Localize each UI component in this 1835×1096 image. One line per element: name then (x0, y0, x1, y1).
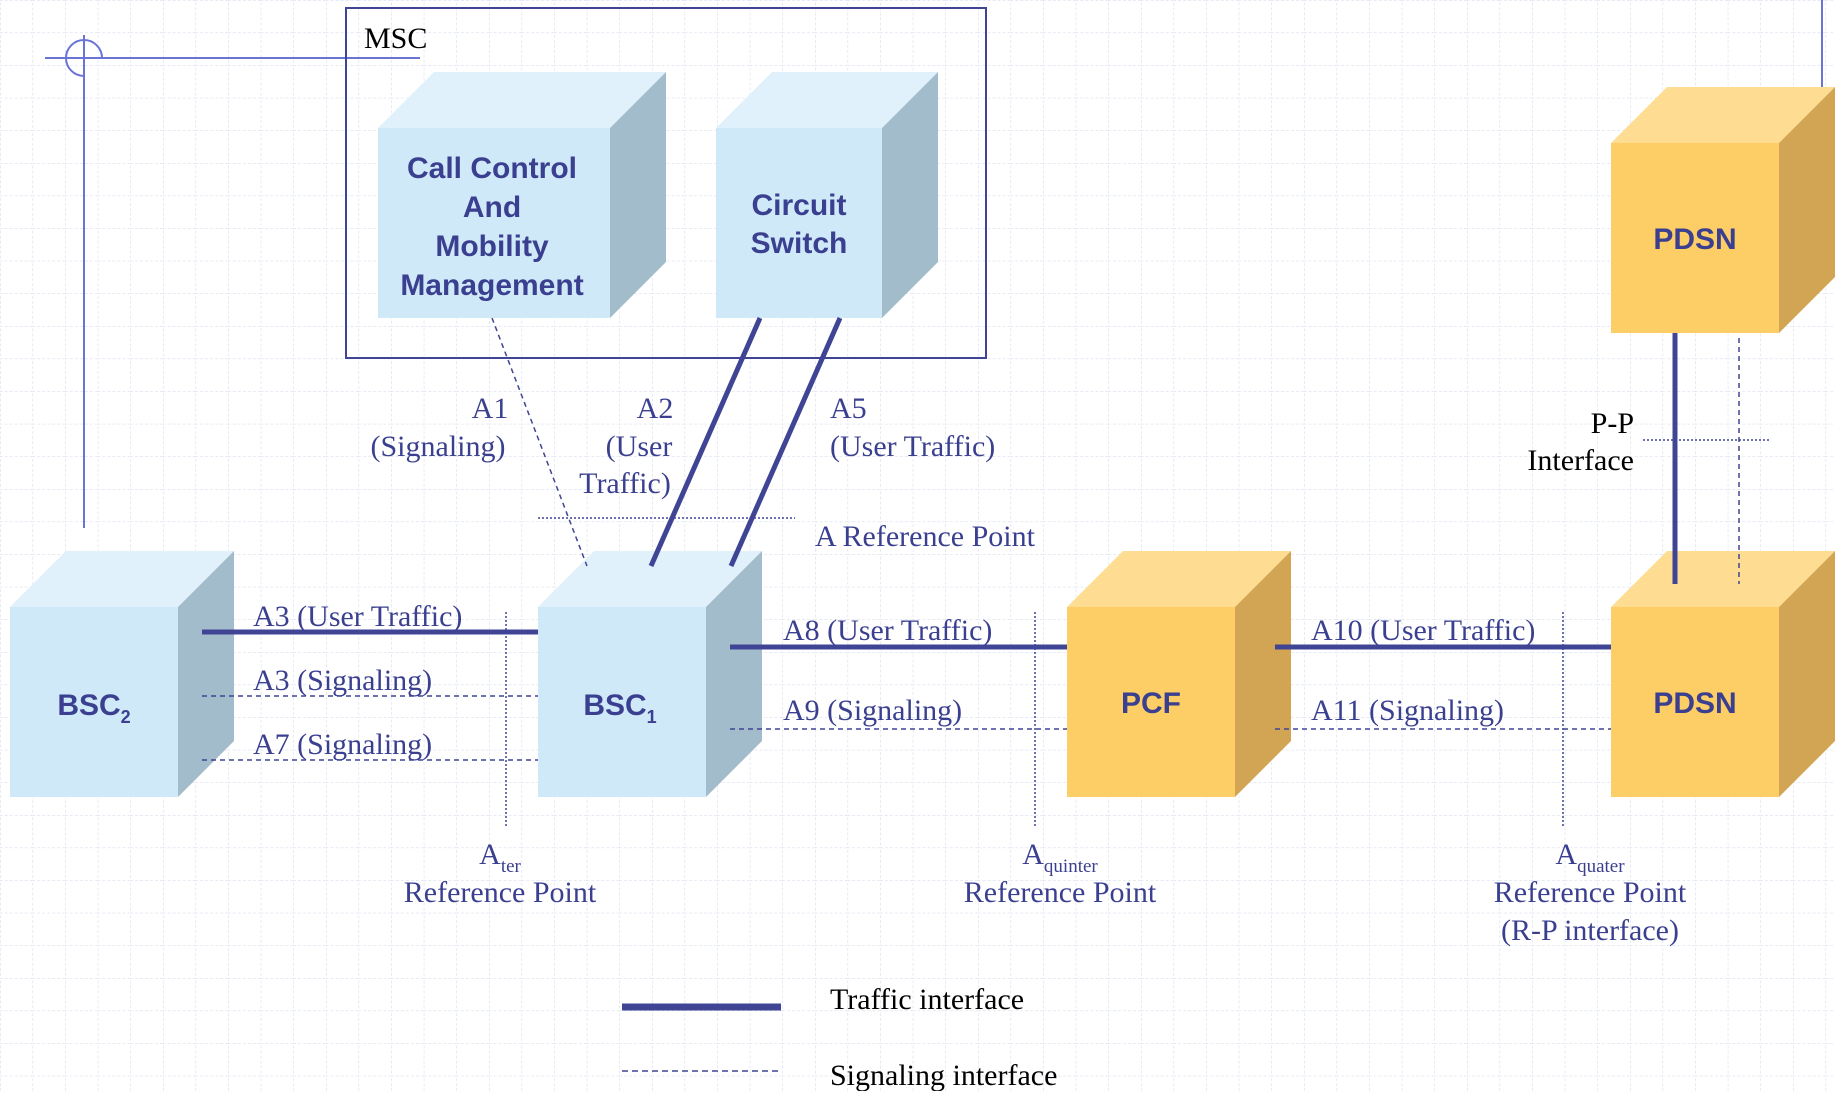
a8-traffic-label: A8 (User Traffic) (783, 614, 992, 647)
msc-label: MSC (364, 22, 427, 55)
legend-signaling-label: Signaling interface (830, 1059, 1057, 1091)
bsc1-cube: BSC1 (538, 551, 762, 797)
a1-label: A1 (472, 392, 509, 425)
call-control-label-3: Mobility (435, 230, 549, 263)
a3-signaling-label: A3 (Signaling) (253, 664, 432, 697)
aquinter-reference-label: Reference Point (964, 876, 1157, 909)
a7-signaling-label: A7 (Signaling) (253, 728, 432, 761)
a5-label: A5 (830, 392, 867, 425)
pdsn-bottom-cube: PDSN (1611, 551, 1835, 797)
call-control-label-4: Management (400, 269, 583, 302)
circuit-switch-cube: Circuit Switch (716, 72, 938, 318)
pcf-cube: PCF (1067, 551, 1291, 797)
msc-box (345, 7, 987, 359)
a5-traffic-line (728, 316, 843, 568)
call-control-label-2: And (463, 191, 521, 224)
pdsn-top-label: PDSN (1653, 223, 1736, 256)
a-reference-label: A Reference Point (815, 520, 1036, 553)
legend-traffic-label: Traffic interface (830, 983, 1024, 1016)
aquater-label: Aquater (1555, 838, 1625, 877)
aquater-rp-label: (R-P interface) (1501, 914, 1679, 947)
ater-label: Ater (479, 838, 521, 877)
pdsn-top-cube: PDSN (1611, 87, 1835, 333)
call-control-label-1: Call Control (407, 152, 577, 185)
legend: Traffic interface Signaling interface (622, 983, 1057, 1092)
a1-type-label: (Signaling) (371, 430, 506, 463)
aquinter-label: Aquinter (1022, 838, 1098, 877)
bsc1-label: BSC1 (583, 689, 656, 727)
pcf-label: PCF (1121, 687, 1181, 720)
a2-type-label-2: Traffic) (579, 467, 671, 500)
a10-traffic-label: A10 (User Traffic) (1311, 614, 1535, 647)
circuit-switch-label-1: Circuit (751, 189, 846, 222)
pp-label-1: P-P (1591, 407, 1634, 440)
a2-label: A2 (637, 392, 674, 425)
pp-label-2: Interface (1527, 444, 1634, 477)
ater-reference-label: Reference Point (404, 876, 597, 909)
a2-traffic-line (648, 316, 763, 568)
bsc2-cube: BSC2 (10, 551, 234, 797)
pdsn-bottom-label: PDSN (1653, 687, 1736, 720)
a11-signaling-label: A11 (Signaling) (1311, 694, 1504, 727)
call-control-cube: Call Control And Mobility Management (378, 72, 666, 318)
a5-type-label: (User Traffic) (830, 430, 995, 463)
bsc2-label: BSC2 (57, 689, 130, 727)
a2-type-label-1: (User (606, 430, 673, 463)
circuit-switch-label-2: Switch (751, 227, 848, 260)
crosshair-decoration (45, 35, 420, 528)
a3-traffic-label: A3 (User Traffic) (253, 600, 462, 633)
aquater-reference-label: Reference Point (1494, 876, 1687, 909)
a9-signaling-label: A9 (Signaling) (783, 694, 962, 727)
